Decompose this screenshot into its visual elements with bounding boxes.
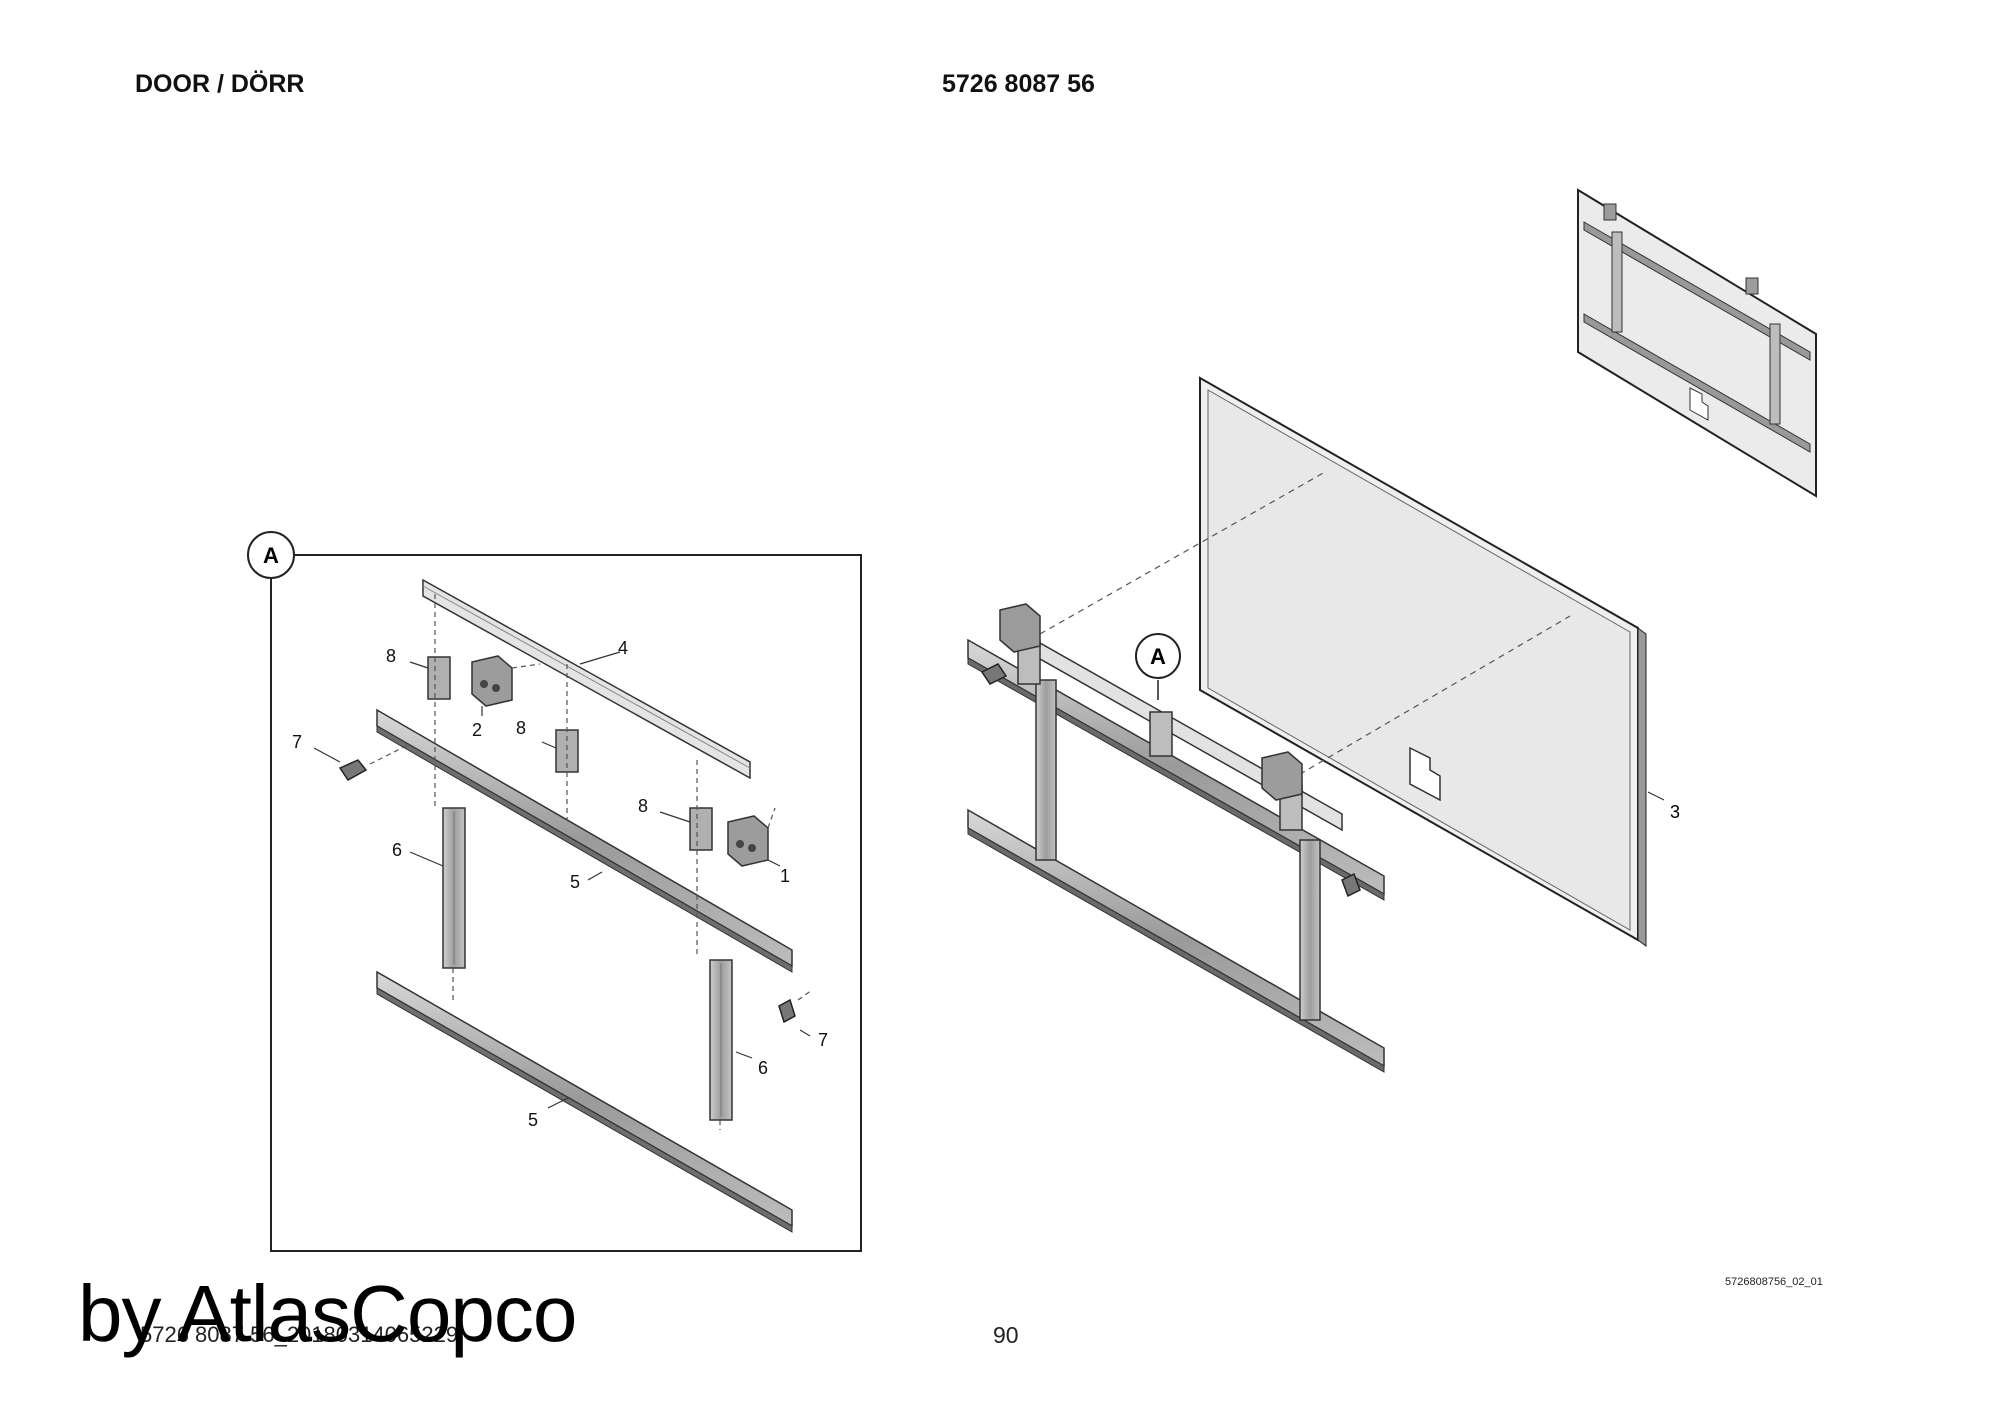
- document-reference: 5726 8087 56_20180314065229: [140, 1322, 459, 1347]
- detail-a-frame: A: [247, 531, 862, 1252]
- drawing-code: 5726808756_02_01: [1725, 1276, 1823, 1288]
- callout-1: 1: [780, 866, 790, 886]
- part-number: 5726 8087 56: [942, 70, 1095, 98]
- callout-6: 6: [758, 1058, 768, 1078]
- part-8-clip: [427, 656, 713, 851]
- detail-a-circle: [247, 531, 295, 579]
- main-posts: [1017, 639, 1321, 1021]
- assembly-thumbnail: [1577, 188, 1817, 498]
- callout-5: 5: [528, 1110, 538, 1130]
- callout-4: 4: [618, 638, 628, 658]
- part-5-lower-rail: [376, 970, 793, 1233]
- callout-7: 7: [818, 1030, 828, 1050]
- leader-line-3: [1647, 791, 1665, 801]
- detail-a-marker-label: A: [1150, 644, 1166, 669]
- document-title: DOOR / DÖRR: [135, 70, 305, 98]
- part-1-hinge: [727, 815, 769, 867]
- part-5-upper-rail: [376, 708, 793, 973]
- detail-a-label: A: [263, 543, 279, 568]
- main-hinges: [980, 603, 1361, 898]
- watermark: by AtlasCopco: [78, 1269, 577, 1358]
- part-2-hinge: [471, 655, 513, 707]
- door-cutout: [1409, 746, 1441, 802]
- part-3-door-panel: [1199, 376, 1647, 947]
- part-7-bracket: [338, 759, 796, 1024]
- callout-2: 2: [472, 720, 482, 740]
- detail-a-marker: A: [1135, 633, 1181, 700]
- callout-8: 8: [638, 796, 648, 816]
- part-6-post-left: [442, 807, 466, 969]
- callout-8: 8: [516, 718, 526, 738]
- callout-5: 5: [570, 872, 580, 892]
- callout-6: 6: [392, 840, 402, 860]
- callout-7: 7: [292, 732, 302, 752]
- part-6-post-right: [709, 959, 733, 1121]
- part-4-top-rail: [422, 578, 751, 780]
- assembly-lines-detail: [369, 594, 813, 1130]
- callout-3: 3: [1670, 802, 1680, 822]
- callout-8: 8: [386, 646, 396, 666]
- leader-lines-detail: [313, 651, 811, 1109]
- main-lower-rail: [967, 808, 1385, 1073]
- page-number: 90: [993, 1322, 1019, 1348]
